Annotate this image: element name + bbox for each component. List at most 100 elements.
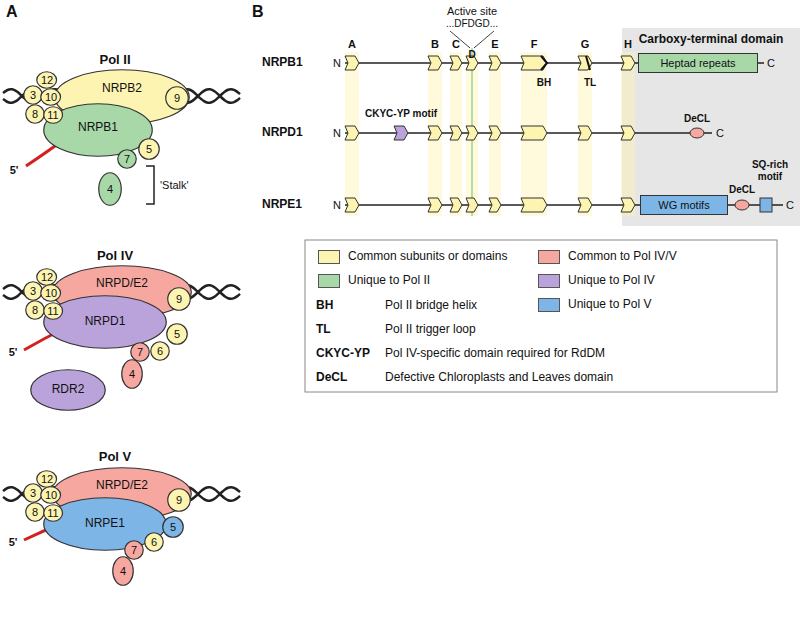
legend-key: DeCL — [316, 371, 347, 385]
protein-backbone — [758, 62, 764, 64]
subunit-label: NRPD/E2 — [96, 479, 148, 492]
ellipse-shape — [139, 139, 160, 160]
decl-domain — [735, 200, 749, 210]
polymerase-title: Pol IV — [97, 249, 133, 264]
subunit-circle: 11 — [43, 504, 63, 522]
domain-letter: H — [624, 38, 632, 51]
legend-key: BH — [316, 299, 333, 313]
conserved-domain — [578, 126, 592, 140]
subunit-label: NRPB2 — [102, 82, 142, 95]
ellipse-shape — [37, 269, 57, 286]
subunit-label: 4 — [107, 183, 113, 195]
subunit-circle: 9 — [167, 488, 191, 512]
feature-label: TL — [584, 77, 596, 89]
ctd-region — [622, 28, 800, 226]
subunit-circle: 12 — [36, 268, 57, 286]
legend-note: Pol IV-specific domain required for RdDM — [385, 347, 605, 361]
legend-swatch — [538, 250, 560, 264]
subunit-ellipse: RDR2 — [30, 369, 106, 411]
subunit-circle: 9 — [167, 287, 191, 311]
domain-letter: F — [531, 38, 538, 51]
ellipse-shape — [131, 343, 150, 362]
conserved-domain — [450, 56, 462, 70]
subunit-label: NRPD1 — [85, 315, 126, 328]
conserved-domain — [621, 126, 635, 140]
row-label: NRPB1 — [262, 56, 303, 70]
subunit-label: 12 — [41, 271, 53, 283]
subunit-label: 9 — [176, 293, 182, 305]
conserved-domain — [345, 126, 359, 140]
subunit-circle: 3 — [23, 483, 43, 503]
domain-box: WG motifs — [640, 195, 728, 215]
feature-label: BH — [537, 77, 551, 89]
legend-text: Unique to Pol V — [568, 298, 651, 312]
legend-key: TL — [316, 323, 331, 337]
ellipse-shape — [44, 296, 167, 349]
terminus-label: C — [786, 199, 794, 212]
ellipse-shape — [113, 557, 134, 586]
conserved-domain — [345, 198, 359, 212]
ellipse-shape — [24, 86, 43, 105]
alignment-band — [428, 52, 442, 216]
terminus-label: N — [333, 57, 341, 70]
ellipse-shape — [41, 487, 61, 504]
subunit-circle: 12 — [36, 470, 57, 488]
alignment-band — [345, 52, 359, 216]
ckyc-motif — [394, 126, 408, 140]
box-shape — [639, 54, 758, 73]
ellipse-shape — [163, 517, 184, 538]
conserved-domain — [489, 198, 501, 212]
subunit-circle: 10 — [40, 486, 61, 504]
conserved-domain — [466, 198, 478, 212]
ellipse-shape — [125, 541, 144, 560]
domain-letter: E — [491, 38, 498, 51]
protein-backbone — [728, 204, 735, 206]
subunit-circle: 11 — [43, 106, 63, 124]
subunit-label: 5 — [170, 521, 176, 533]
conserved-domain — [621, 198, 635, 212]
ellipse-shape — [24, 484, 43, 503]
domain-letter: A — [348, 38, 356, 51]
conserved-domain — [489, 56, 501, 70]
subunit-circle: 5 — [162, 516, 184, 538]
subunit-circle: 7 — [130, 342, 150, 362]
ellipse-shape — [41, 285, 61, 302]
alignment-band — [578, 52, 592, 216]
legend-frame — [305, 240, 777, 392]
feature-label: SQ-rich motif — [747, 159, 793, 182]
conserved-domain — [466, 126, 478, 140]
ellipse-shape — [145, 533, 164, 552]
subunit-circle: 3 — [23, 281, 43, 301]
ellipse-shape — [166, 87, 189, 110]
domain-label: WG motifs — [658, 199, 709, 211]
conserved-domain — [578, 56, 592, 70]
feature-label: DeCL — [729, 184, 755, 196]
feature-label: CKYC-YP motif — [365, 108, 437, 120]
panel-letter: B — [252, 3, 264, 21]
subunit-circle: 12 — [36, 71, 57, 89]
rna-end: 5' — [9, 536, 18, 549]
subunit-label: 3 — [30, 89, 36, 101]
ellipse-shape — [26, 105, 45, 124]
legend-swatch — [538, 298, 560, 312]
row-label: NRPD1 — [262, 126, 303, 140]
decl-domain — [690, 128, 704, 138]
ellipse-shape — [26, 503, 45, 522]
subunit-label: 10 — [45, 489, 57, 501]
conserved-domain — [521, 56, 547, 70]
subunit-circle: 10 — [40, 88, 61, 106]
conserved-domain — [428, 198, 442, 212]
domain-letter: B — [431, 38, 439, 51]
conserved-domain — [521, 126, 547, 140]
subunit-circle: 3 — [23, 85, 43, 105]
legend-note: Pol II bridge helix — [385, 299, 477, 313]
stalk-bracket — [146, 166, 154, 204]
terminus-label: C — [767, 57, 775, 70]
polymerase-title: Pol V — [99, 450, 132, 465]
conserved-domain — [578, 198, 592, 212]
sq-motif — [760, 198, 772, 212]
subunit-label: 5 — [146, 143, 152, 155]
row-label: NRPE1 — [262, 198, 302, 212]
ellipse-shape — [122, 360, 143, 389]
subunit-label: 3 — [30, 487, 36, 499]
